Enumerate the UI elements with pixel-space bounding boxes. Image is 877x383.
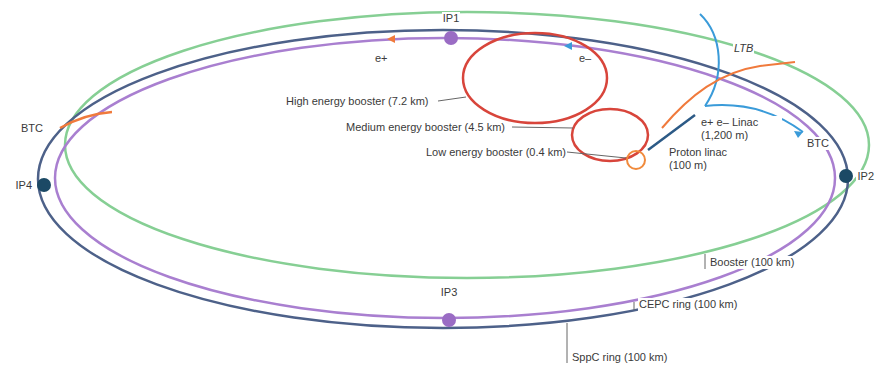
label: CEPC ring (100 km) <box>638 298 738 311</box>
ip-label: IP3 <box>440 286 459 299</box>
sppc-ring <box>38 30 848 328</box>
btc-line <box>60 112 112 128</box>
label: e+ <box>374 52 389 65</box>
ltb-line <box>700 14 719 106</box>
ip-label: IP2 <box>856 170 875 183</box>
ip-dot <box>444 31 458 45</box>
label: Medium energy booster (4.5 km) <box>345 121 506 134</box>
interaction-point: IP1 <box>442 12 461 45</box>
linac <box>648 115 695 150</box>
cepc-ring <box>55 38 835 318</box>
leader-line <box>438 97 466 101</box>
label: SppC ring (100 km) <box>571 351 668 364</box>
interaction-point: IP3 <box>440 286 459 327</box>
ip-dot <box>37 178 51 192</box>
arrowhead <box>564 42 572 50</box>
ip-label: IP4 <box>14 179 33 192</box>
label: BTC <box>20 122 44 135</box>
leader-line <box>705 254 706 269</box>
label: e+ e– Linac (1,200 m) <box>700 116 782 142</box>
leader-line <box>567 152 626 158</box>
label: e– <box>578 52 592 65</box>
label: Proton linac (100 m) <box>668 146 742 172</box>
interaction-point: IP2 <box>839 169 875 183</box>
booster-ring <box>65 12 869 278</box>
interaction-point: IP4 <box>14 178 51 192</box>
arrowhead <box>387 35 395 43</box>
low-energy-booster <box>627 151 645 169</box>
leader-line <box>567 323 568 363</box>
label: High energy booster (7.2 km) <box>285 95 429 108</box>
high-energy-booster <box>463 33 607 123</box>
ip-dot <box>839 169 853 183</box>
label: Low energy booster (0.4 km) <box>425 146 567 159</box>
label: Booster (100 km) <box>709 256 795 269</box>
ip-dot <box>442 313 456 327</box>
ip-label: IP1 <box>442 12 461 25</box>
leader-line <box>634 302 635 310</box>
leader-line <box>512 127 573 128</box>
label: LTB <box>733 42 754 55</box>
label: BTC <box>806 137 830 150</box>
arrowhead <box>794 131 803 138</box>
